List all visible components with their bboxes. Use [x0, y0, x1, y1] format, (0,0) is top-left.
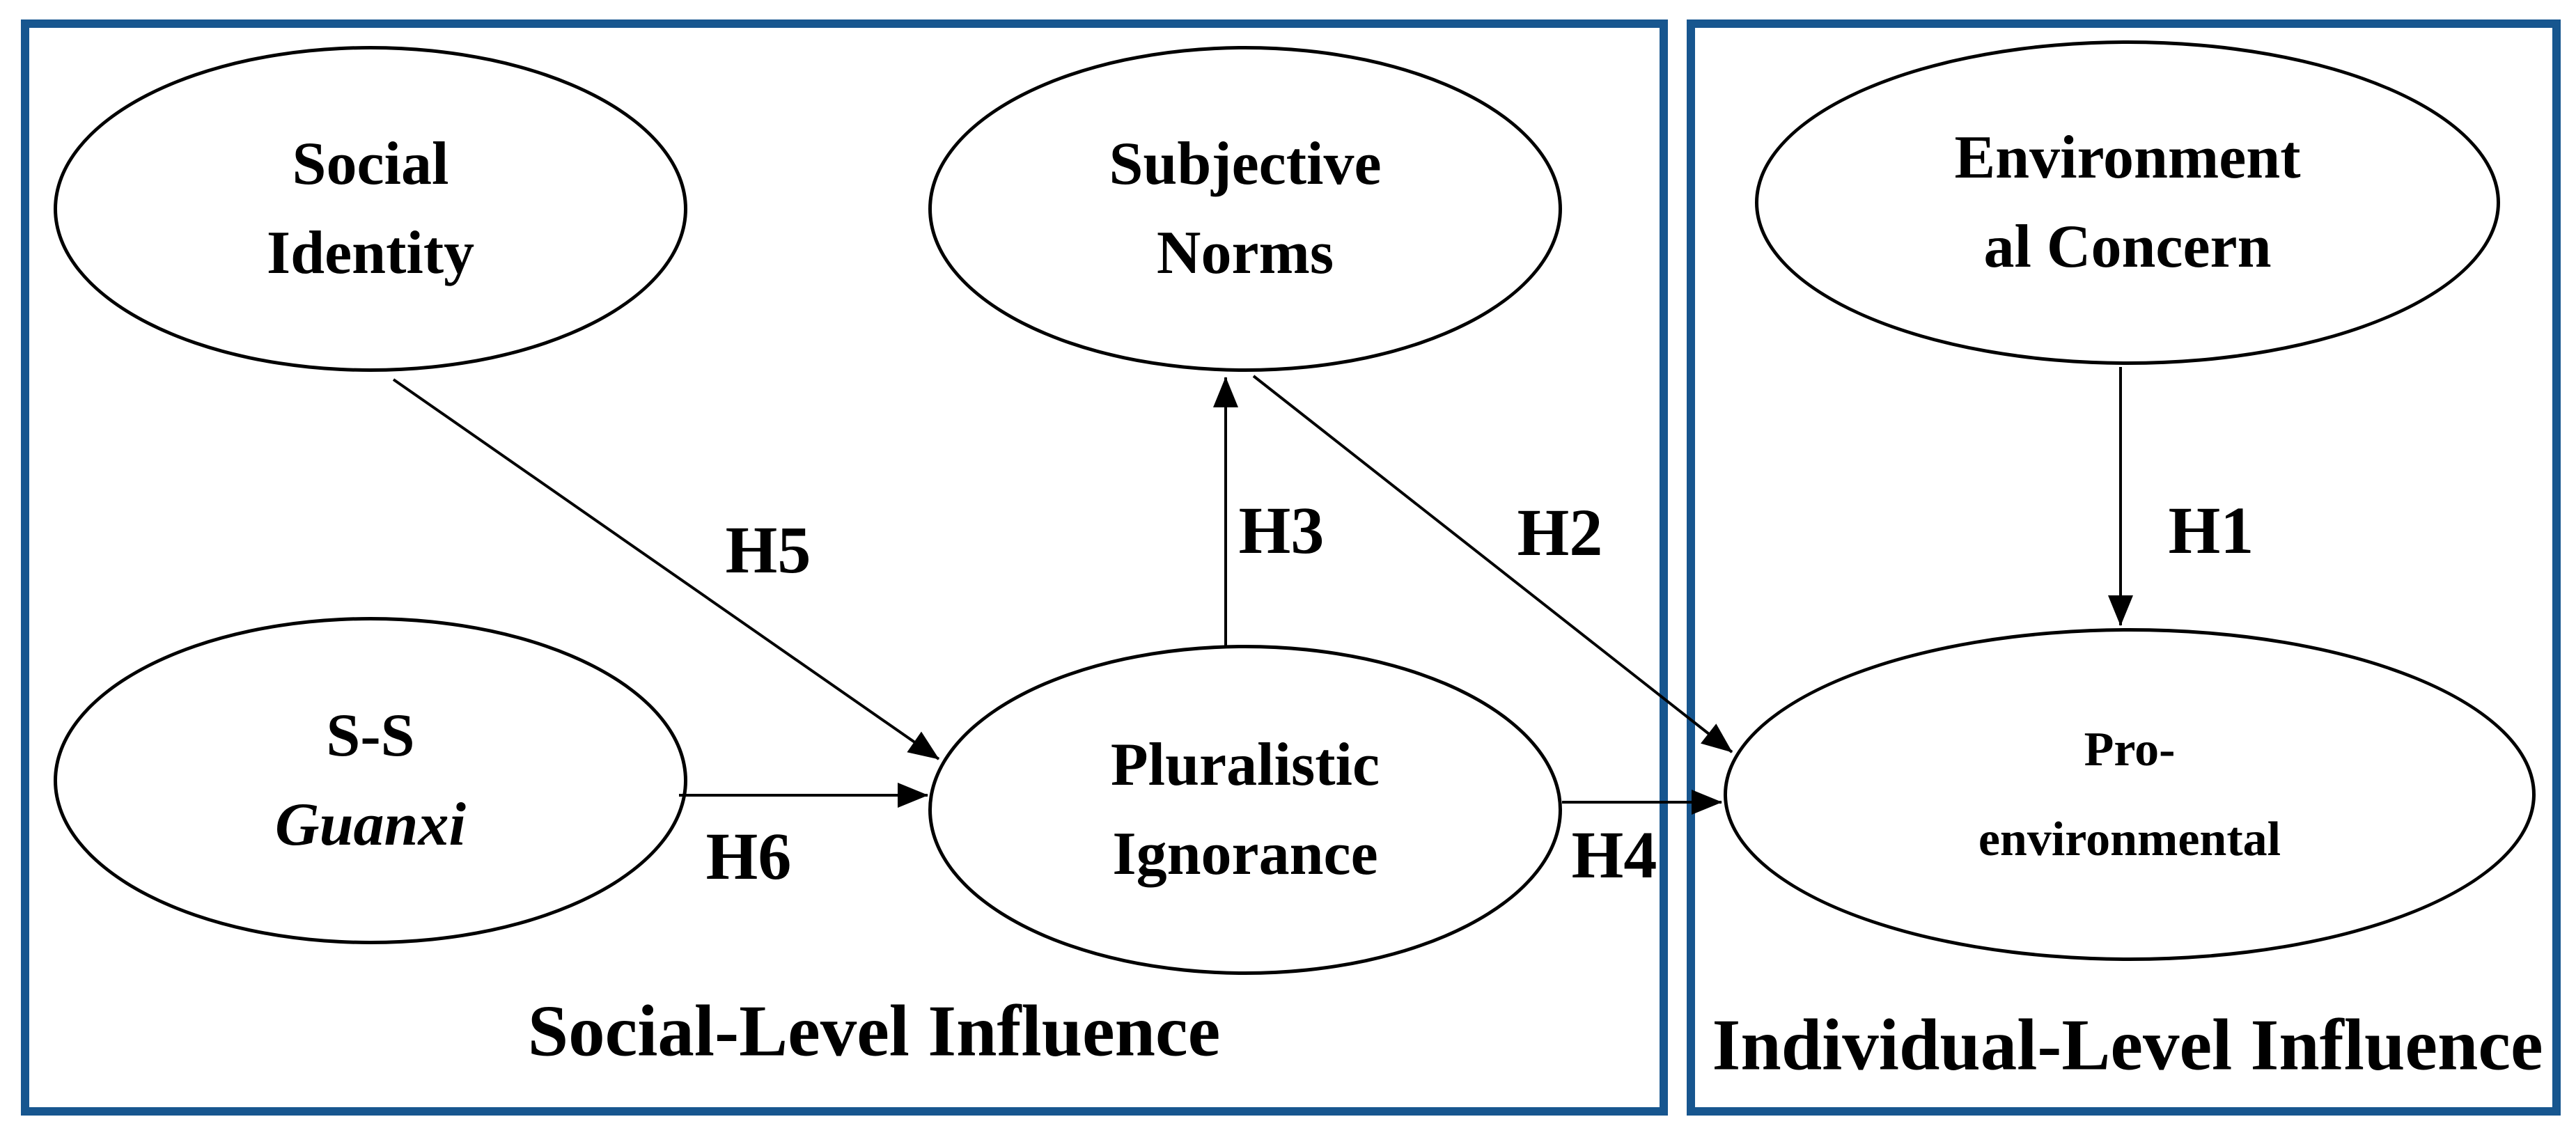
label-h4: H4	[1571, 818, 1657, 892]
node-subjective-norms-line2: Norms	[1156, 219, 1334, 287]
node-social-identity-line2: Identity	[266, 219, 475, 287]
individual-level-box-label: Individual-Level Influence	[1712, 1003, 2543, 1086]
node-pro-environmental: Pro- environmental	[1724, 628, 2536, 961]
node-pro-environmental-line1: Pro-	[2084, 722, 2176, 776]
social-level-box-label: Social-Level Influence	[527, 990, 1221, 1072]
label-h5: H5	[725, 513, 811, 587]
node-ss-guanxi-line1: S-S	[326, 701, 415, 769]
label-h3: H3	[1238, 493, 1325, 568]
node-ss-guanxi-line2: Guanxi	[275, 791, 466, 859]
node-pluralistic-ignorance: Pluralistic Ignorance	[928, 645, 1562, 975]
arrow-h5	[392, 378, 940, 760]
node-social-identity-line1: Social	[292, 130, 449, 198]
label-h1: H1	[2168, 493, 2254, 568]
arrow-h2	[1252, 375, 1733, 753]
label-h6: H6	[705, 819, 792, 893]
label-h2: H2	[1517, 495, 1603, 570]
social-level-box	[21, 19, 1668, 1116]
node-ss-guanxi: S-S Guanxi	[54, 617, 687, 944]
node-pluralistic-ignorance-line1: Pluralistic	[1110, 730, 1380, 799]
individual-level-box	[1687, 19, 2561, 1116]
node-social-identity: Social Identity	[54, 46, 687, 372]
node-subjective-norms-line1: Subjective	[1109, 130, 1382, 198]
node-environmental-concern-line1: Environment	[1954, 123, 2301, 191]
node-environmental-concern: Environment al Concern	[1755, 40, 2500, 365]
node-subjective-norms: Subjective Norms	[928, 46, 1562, 372]
node-environmental-concern-line2: al Concern	[1983, 213, 2272, 281]
node-pluralistic-ignorance-line2: Ignorance	[1112, 820, 1378, 888]
node-pro-environmental-line2: environmental	[1978, 813, 2281, 866]
